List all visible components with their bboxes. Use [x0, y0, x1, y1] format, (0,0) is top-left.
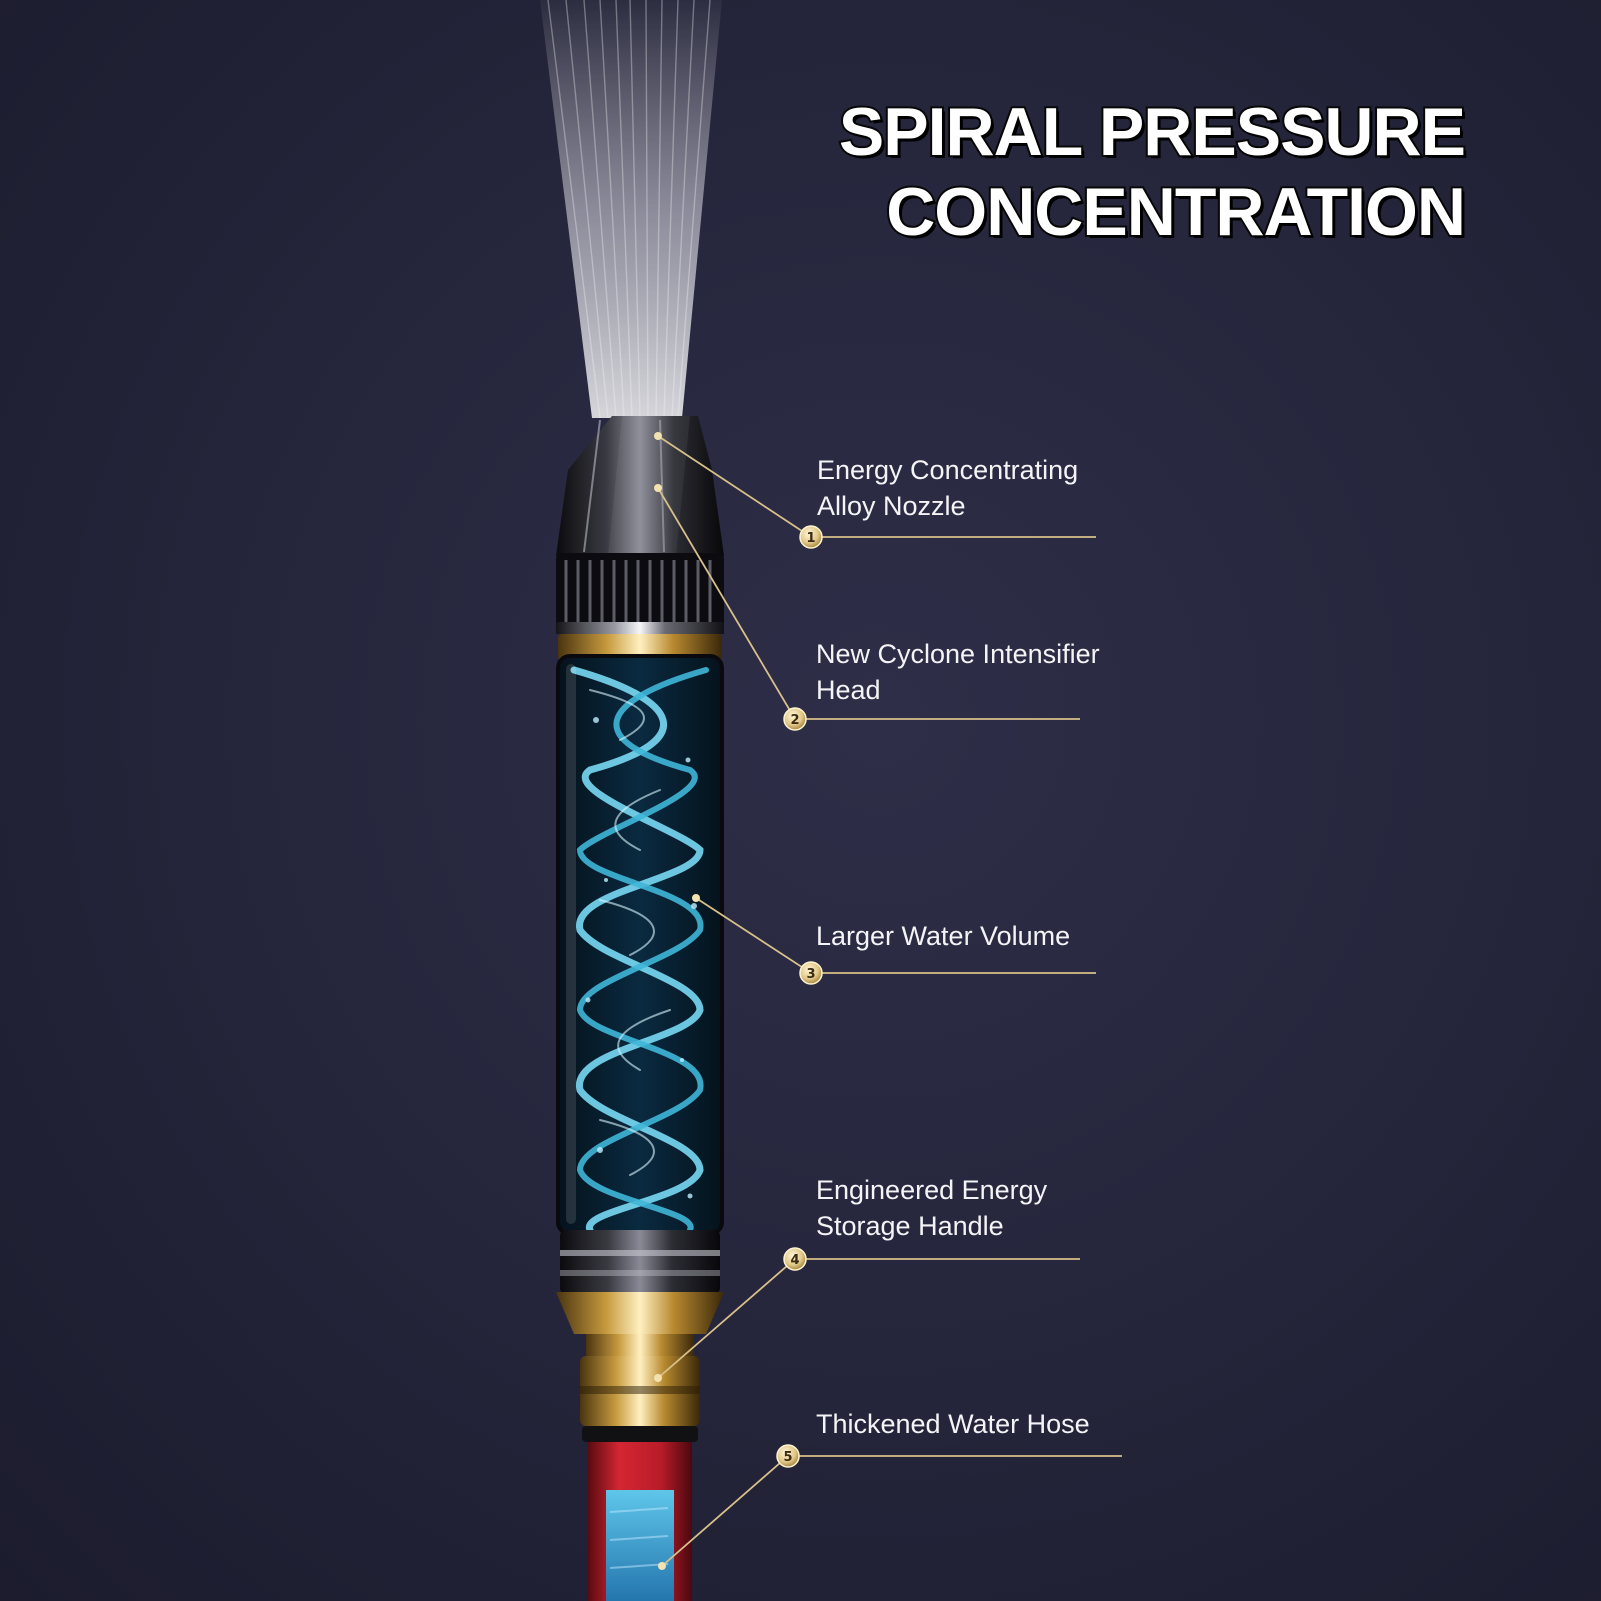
- alloy-nozzle: [556, 416, 724, 556]
- callout-4-line-2: Storage Handle: [816, 1211, 1004, 1241]
- badge-1-number: 1: [806, 531, 815, 546]
- callout-intensifier-head: New Cyclone Intensifier Head: [816, 636, 1100, 708]
- badge-2-number: 2: [790, 713, 799, 728]
- number-badge-2: 2: [783, 707, 807, 731]
- number-badge-4: 4: [783, 1247, 807, 1271]
- callout-1-line-2: Alloy Nozzle: [817, 491, 966, 521]
- title-line-1: SPIRAL PRESSURE: [837, 92, 1468, 172]
- callout-4-line-1: Engineered Energy: [816, 1175, 1048, 1205]
- title-line-2: CONCENTRATION: [884, 172, 1468, 252]
- badge-5-number: 5: [783, 1450, 792, 1465]
- number-badge-1: 1: [799, 525, 823, 549]
- callout-nozzle: Energy Concentrating Alloy Nozzle: [817, 452, 1078, 524]
- callout-3-line-1: Larger Water Volume: [816, 921, 1071, 951]
- red-water-hose: [588, 1442, 692, 1601]
- badge-3-number: 3: [806, 967, 815, 982]
- callout-2-line-2: Head: [816, 675, 881, 705]
- callout-water-volume: Larger Water Volume: [816, 918, 1070, 954]
- cyclone-tube: [556, 654, 724, 1236]
- gold-collar-top: [558, 634, 722, 660]
- anchor-dots: [654, 432, 700, 1570]
- callout-storage-handle: Engineered Energy Storage Handle: [816, 1172, 1047, 1244]
- gold-hose-fitting: [556, 1292, 724, 1442]
- callout-1-line-1: Energy Concentrating: [817, 455, 1079, 485]
- page-title: SPIRAL PRESSURE CONCENTRATION: [837, 92, 1468, 252]
- number-badge-3: 3: [799, 961, 823, 985]
- water-spray: [540, 0, 722, 419]
- callout-2-line-1: New Cyclone Intensifier: [816, 639, 1100, 669]
- leader-lines: [657, 435, 1122, 1567]
- badge-4-number: 4: [790, 1253, 799, 1268]
- handle-connector: [560, 1230, 720, 1294]
- number-badge-5: 5: [776, 1444, 800, 1468]
- knurled-ring: [556, 553, 724, 634]
- callout-5-line-1: Thickened Water Hose: [816, 1409, 1090, 1439]
- callout-water-hose: Thickened Water Hose: [816, 1406, 1090, 1442]
